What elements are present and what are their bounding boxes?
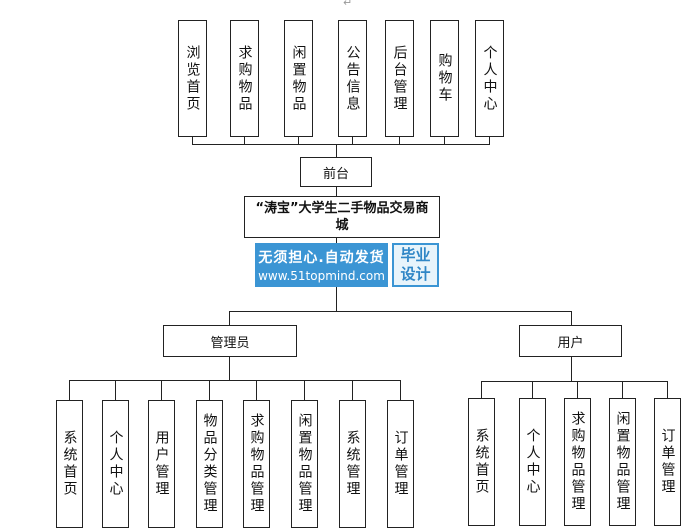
- connector: [209, 380, 210, 400]
- watermark-badge-top: 毕业: [400, 246, 431, 264]
- connector: [400, 380, 401, 400]
- user-item-order-mgmt: 订单管理: [654, 398, 681, 526]
- front-item-announcements: 公告信息: [338, 20, 367, 137]
- admin-item-system-home: 系统首页: [56, 400, 83, 528]
- connector: [244, 137, 245, 144]
- front-node: 前台: [300, 157, 372, 187]
- watermark-badge: 毕业 设计: [392, 243, 439, 287]
- front-item-idle-goods: 闲置物品: [284, 20, 313, 137]
- connector: [161, 380, 162, 400]
- front-item-cart: 购物车: [430, 20, 459, 137]
- user-item-idle-mgmt: 闲置物品管理: [609, 398, 636, 526]
- admin-node: 管理员: [163, 325, 297, 357]
- front-item-backend: 后台管理: [385, 20, 414, 137]
- user-item-system-home: 系统首页: [468, 398, 495, 526]
- connector: [69, 380, 401, 381]
- front-item-browse-home: 浏览首页: [178, 20, 207, 137]
- admin-item-system-mgmt: 系统管理: [339, 400, 366, 528]
- connector: [115, 380, 116, 400]
- front-item-profile: 个人中心: [475, 20, 504, 137]
- connector: [304, 380, 305, 400]
- connector: [444, 137, 445, 144]
- connector: [571, 311, 572, 325]
- connector: [399, 137, 400, 144]
- user-node: 用户: [519, 325, 622, 357]
- connector: [256, 380, 257, 400]
- connector: [192, 144, 490, 145]
- watermark-slogan: 无须担心.自动发货: [258, 250, 385, 266]
- connector: [667, 381, 668, 398]
- watermark-banner: 无须担心.自动发货 www.51topmind.com: [255, 243, 388, 287]
- connector: [336, 187, 337, 196]
- connector: [532, 381, 533, 398]
- connector: [571, 357, 572, 381]
- root-node: “涛宝”大学生二手物品交易商城: [244, 196, 440, 238]
- connector: [489, 137, 490, 144]
- connector: [336, 144, 337, 157]
- connector: [481, 381, 668, 382]
- connector: [622, 381, 623, 398]
- connector: [352, 380, 353, 400]
- connector: [192, 137, 193, 144]
- watermark-site: www.51topmind.com: [258, 269, 385, 283]
- admin-item-profile: 个人中心: [102, 400, 129, 528]
- admin-item-user-mgmt: 用户管理: [148, 400, 175, 528]
- admin-item-idle-mgmt: 闲置物品管理: [291, 400, 318, 528]
- connector: [298, 137, 299, 144]
- connector: [229, 357, 230, 380]
- connector: [69, 380, 70, 400]
- connector: [229, 311, 572, 312]
- admin-item-category-mgmt: 物品分类管理: [196, 400, 223, 528]
- admin-item-wanted-mgmt: 求购物品管理: [243, 400, 270, 528]
- admin-item-order-mgmt: 订单管理: [387, 400, 414, 528]
- watermark-badge-bottom: 设计: [400, 265, 431, 283]
- connector: [229, 311, 230, 325]
- user-item-wanted-mgmt: 求购物品管理: [564, 398, 591, 526]
- user-item-profile: 个人中心: [519, 398, 546, 526]
- connector: [352, 137, 353, 144]
- connector: [577, 381, 578, 398]
- connector: [481, 381, 482, 398]
- paragraph-mark-icon: ↵: [343, 0, 353, 9]
- front-item-wanted-goods: 求购物品: [230, 20, 259, 137]
